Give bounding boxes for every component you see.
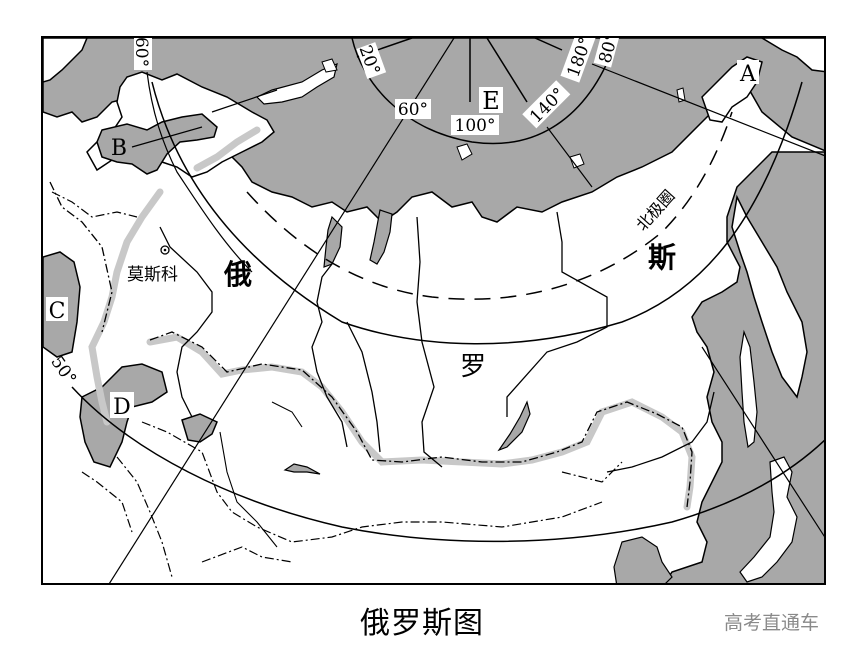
meridian-60 (108, 38, 455, 583)
ob-gulf (323, 215, 343, 268)
svg-text:60°: 60° (131, 38, 151, 67)
river-volga (159, 226, 213, 418)
kamchatka (731, 194, 808, 399)
ural-mountain-belt (193, 126, 261, 172)
arctic-island (456, 143, 473, 161)
svg-text:A: A (739, 62, 757, 87)
label-point-c: C (46, 297, 68, 324)
river-misc (271, 401, 303, 428)
lake-baikal (497, 400, 531, 452)
latitude-80-arc (351, 38, 618, 145)
country-label-char-1: 俄 (223, 258, 252, 291)
label-lat-80: 80° (593, 38, 623, 68)
national-border (149, 331, 693, 508)
internal-border (116, 456, 173, 578)
russia-map: 20° 60° 100° 140° 180° 80° 60° 50° (43, 38, 824, 583)
alaska (760, 38, 824, 73)
sakhalin (739, 329, 758, 449)
label-lon-60: 60° (395, 99, 431, 120)
meridian-140 (486, 38, 528, 103)
internal-border (81, 471, 133, 533)
svg-text:B: B (111, 136, 127, 161)
latitude-50-arc (71, 386, 824, 543)
label-lon-180: 180° (560, 38, 596, 83)
label-lon-100: 100° (451, 115, 499, 136)
meridian-japan (701, 346, 824, 537)
country-label-char-3: 斯 (648, 241, 676, 274)
label-point-e: E (479, 87, 503, 115)
south-mountain-belt (146, 333, 696, 511)
meridian-40 (211, 89, 278, 113)
svg-text:C: C (49, 299, 66, 324)
svg-text:E: E (482, 87, 500, 115)
river-amur (606, 391, 715, 473)
novaya-zemlya (255, 63, 338, 105)
arctic-circle-line (246, 111, 733, 300)
caspian-sea (181, 413, 218, 443)
river-ob (311, 263, 348, 448)
internal-border (201, 546, 293, 563)
svg-text:100°: 100° (455, 116, 496, 136)
map-frame: 20° 60° 100° 140° 180° 80° 60° 50° (41, 36, 826, 585)
label-point-b: B (111, 136, 127, 161)
japan (739, 456, 798, 583)
svg-text:60°: 60° (398, 100, 428, 120)
label-lat-60: 60° (131, 38, 152, 70)
meridian-b (131, 126, 203, 148)
latitude-60-arc (151, 81, 803, 345)
river-lena (506, 211, 608, 417)
figure-caption: 俄罗斯图 (360, 606, 484, 641)
label-point-a: A (737, 60, 759, 87)
country-label-char-2: 罗 (460, 352, 486, 382)
sea-of-japan-coast (613, 536, 673, 583)
scandinavia (43, 38, 88, 83)
moscow-label: 莫斯科 (127, 265, 178, 285)
arctic-island (321, 58, 338, 73)
meridian-east (591, 63, 824, 157)
label-point-d: D (110, 392, 134, 420)
meridian-180 (534, 38, 563, 51)
lake-balkhash (283, 463, 321, 475)
moscow-capital-dot (163, 248, 167, 252)
arctic-island (569, 153, 585, 169)
meridian-west (146, 71, 253, 273)
meridian-140-ext (546, 126, 593, 188)
national-border (49, 181, 113, 333)
internal-border (51, 191, 138, 218)
river-yenisei (416, 216, 443, 468)
watermark-text: 高考直通车 (724, 612, 820, 634)
internal-border (141, 421, 603, 543)
internal-border (561, 461, 623, 483)
yenisei-gulf (369, 209, 393, 265)
river-irtysh (346, 321, 381, 453)
white-sea (96, 113, 218, 175)
svg-text:D: D (113, 395, 131, 420)
